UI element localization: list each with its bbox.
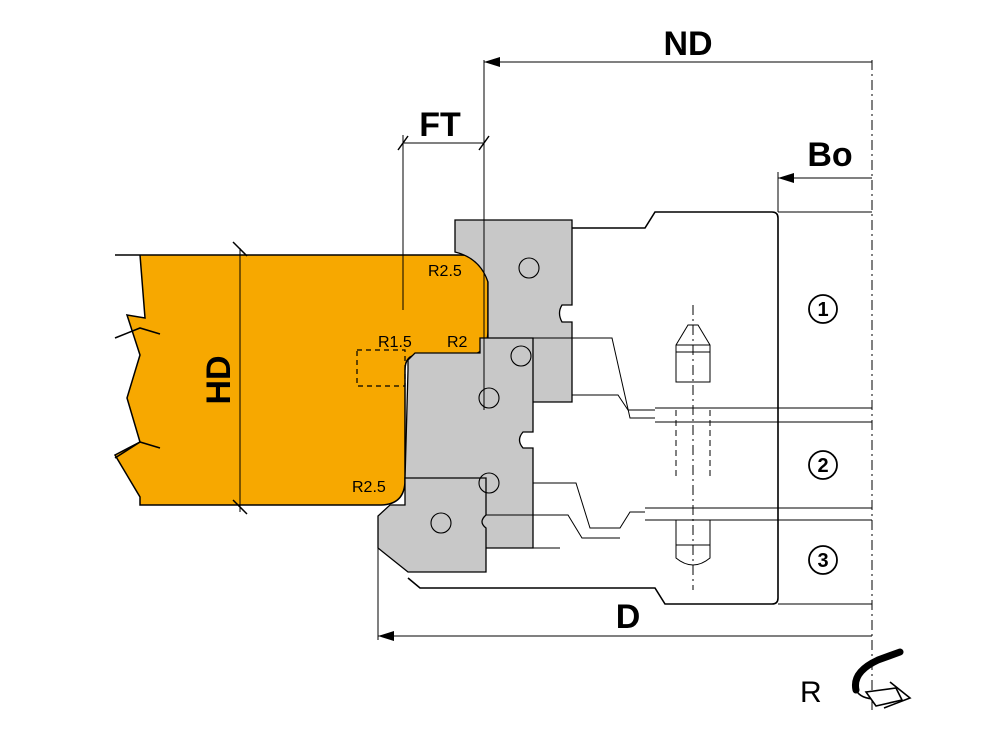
nd-arrow [484, 57, 500, 67]
screw-hole [478, 472, 500, 494]
svg-text:1: 1 [817, 299, 828, 321]
plate-link [486, 514, 620, 539]
rotation-arrow-icon [851, 648, 912, 709]
bolt [675, 305, 711, 590]
break-line-upper [114, 327, 161, 339]
hd-tick [232, 241, 248, 257]
bo-label: Bo [807, 136, 852, 174]
plate-link [533, 482, 645, 529]
plate-link [572, 394, 655, 411]
segment-number-3: 3 [808, 545, 838, 575]
radius-label-r2: R2 [447, 334, 468, 351]
ft-label: FT [419, 106, 461, 144]
cutter-plate-bottom [377, 477, 487, 573]
d-label: D [616, 598, 641, 636]
screw-hole [510, 345, 532, 367]
break-line-lower [114, 441, 161, 459]
segment-number-1: 1 [808, 294, 838, 324]
nd-label: ND [663, 25, 712, 63]
radius-label-r1-5: R1.5 [378, 334, 412, 351]
d-arrow [378, 631, 394, 641]
svg-text:3: 3 [817, 550, 828, 572]
tool-body-outline [407, 211, 779, 605]
plate-link [533, 337, 655, 419]
svg-text:2: 2 [817, 455, 828, 477]
radius-label-top: R2.5 [428, 263, 462, 280]
rotation-label: R [800, 676, 822, 709]
bo-arrow [778, 173, 794, 183]
ft-tick [478, 135, 490, 151]
screw-hole [518, 257, 540, 279]
hidden-pocket [356, 349, 406, 387]
segment-number-2: 2 [808, 450, 838, 480]
radius-label-bottom: R2.5 [352, 479, 386, 496]
screw-hole [430, 512, 452, 534]
hd-label: HD [200, 355, 238, 404]
screw-hole [478, 387, 500, 409]
ft-tick [397, 135, 409, 151]
hd-tick [232, 499, 248, 515]
